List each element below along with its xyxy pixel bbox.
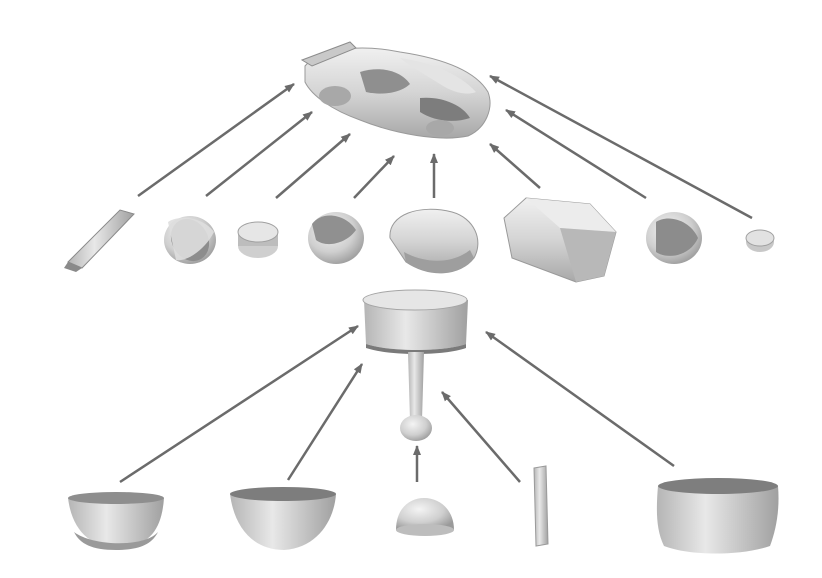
arrow-drum-shade-to-lamp	[485, 330, 675, 468]
arrow-front-lamp-to-car	[505, 108, 647, 200]
lamp-assembled	[362, 289, 468, 441]
arrow-stem-to-lamp	[441, 391, 521, 483]
arrow-bowl-wide-to-lamp	[286, 363, 364, 481]
car-part-wheel-hub	[237, 221, 279, 258]
lamp-part-bowl-small	[68, 492, 164, 550]
arrow-body-shell-to-car	[489, 143, 541, 189]
car-assembled	[300, 41, 491, 139]
car-part-front-lamp	[646, 212, 702, 264]
lamp-part-dome-base	[396, 498, 454, 536]
car-part-rear-lamp-left	[164, 216, 216, 264]
arrow-rear-lamp-left-to-car	[205, 111, 313, 197]
lamp-arrows	[119, 324, 675, 484]
arrow-emblem-to-car	[489, 74, 753, 220]
lamp-part-stem	[533, 465, 549, 547]
arrow-spoiler-to-car	[137, 82, 295, 198]
lamp-part-drum-shade	[656, 478, 779, 554]
car-part-body-shell	[503, 197, 617, 283]
car-part-rear-lamp-right	[308, 212, 364, 264]
car-part-spoiler	[64, 209, 135, 272]
car-part-emblem	[745, 229, 775, 252]
lamp-part-bowl-wide	[230, 487, 336, 550]
arrow-rear-lamp-right-to-car	[353, 155, 395, 199]
arrow-wheel-hub-to-car	[275, 133, 351, 199]
arrow-bowl-small-to-lamp	[119, 324, 359, 484]
car-part-cabin	[389, 208, 479, 274]
car-arrows	[137, 74, 753, 220]
